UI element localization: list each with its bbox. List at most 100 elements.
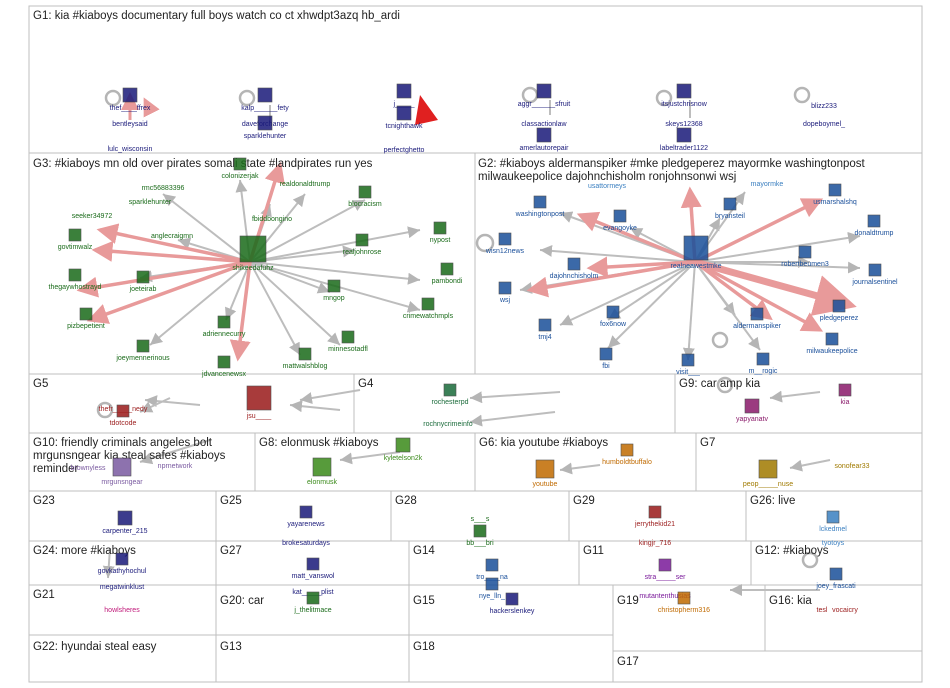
- node-kia9: kia: [838, 383, 852, 406]
- node-label: bryansteil: [715, 213, 745, 220]
- node-avatar: [832, 299, 846, 313]
- group-label-g10: G10: friendly criminals angeles bolt: [33, 437, 213, 449]
- node-avatar: [658, 558, 672, 572]
- node-avatar: [498, 232, 512, 246]
- node-label: carpenter_215: [102, 528, 147, 535]
- node-avatar: [536, 127, 552, 143]
- group-boxes: [28, 5, 923, 683]
- node-bentleysaid: bentleysaid: [112, 121, 148, 128]
- node-blizz233: blizz233: [811, 103, 837, 110]
- node-label: humboldtbuffalo: [602, 459, 652, 466]
- group-label-g15: G15: [413, 595, 435, 607]
- node-avatar: [676, 127, 692, 143]
- node-fbiddbongino: fbiddbongino: [252, 216, 292, 223]
- node-label: sparklehunter: [129, 199, 172, 206]
- node-avatar: [233, 157, 247, 171]
- node-label: yayarenews: [287, 521, 325, 528]
- node-avatar: [613, 209, 627, 223]
- node-label: tesl: [817, 607, 828, 614]
- node-avatar: [536, 83, 552, 99]
- node-avatar: [421, 297, 435, 311]
- node-label: milwaukeepolice: [806, 348, 857, 355]
- group-label-g3: G3: #kiaboys mn old over pirates somali …: [33, 158, 373, 170]
- node-label: blocracism: [348, 201, 382, 208]
- node-matt_vanswol: matt_vanswol: [292, 557, 335, 580]
- node-label: nprnetwork: [158, 463, 193, 470]
- node-avatar: [298, 347, 312, 361]
- node-label: seeker34972: [72, 213, 113, 220]
- node-joey_frascati: joey_frascati: [815, 567, 856, 590]
- node-rochesterpd: rochesterpd: [432, 383, 469, 406]
- node-label: colonizerjak: [222, 173, 259, 180]
- node-evangoyke: evangoyke: [603, 209, 637, 232]
- node-avatar: [648, 505, 662, 519]
- node-label: journalsentinel: [851, 279, 898, 286]
- node-avatar: [535, 459, 555, 479]
- node-milwaukeepolice: milwaukeepolice: [806, 332, 858, 355]
- node-label: peop_____nuse: [743, 481, 793, 488]
- node-avatar: [750, 307, 764, 321]
- node-pambondi: pambondi: [432, 262, 463, 285]
- node-label: matt_vanswol: [292, 573, 335, 580]
- node-avatar: [443, 383, 457, 397]
- group-label-g27: G27: [220, 545, 242, 557]
- node-avatar: [676, 83, 692, 99]
- node-label: washingtonpost: [515, 211, 565, 218]
- group-label-g1: G1: kia #kiaboys documentary full boys w…: [33, 10, 400, 22]
- node-avatar: [396, 83, 412, 99]
- node-label: brownyless: [70, 465, 106, 472]
- node-label: donaldtrump: [855, 230, 894, 237]
- node-label: minnesotadfl: [328, 346, 368, 353]
- node-avatar: [683, 235, 709, 261]
- node-label: tdotcode: [110, 420, 137, 427]
- node-classactionlaw: classactionlaw: [521, 121, 567, 128]
- node-mrgunsngear: mrgunsngear: [101, 457, 143, 486]
- group-labels: G1: kia #kiaboys documentary full boys w…: [33, 10, 866, 668]
- node-label: wisn12news: [485, 248, 525, 255]
- group-label-g9: G9: car amp kia: [679, 378, 761, 390]
- node-elonmusk: elonmusk: [307, 457, 337, 486]
- node-label: joeymennerinous: [115, 355, 170, 362]
- node-avatar: [440, 262, 454, 276]
- node-label: skeys12368: [665, 121, 702, 128]
- node-label: aggr______sfruit: [518, 101, 571, 108]
- node-label: realneawestmke: [671, 263, 722, 270]
- node-label: adriennecurry: [203, 331, 246, 338]
- group-label-g2: G2: #kiaboys aldermanspiker #mke pledgep…: [478, 158, 866, 170]
- node-avatar: [116, 404, 130, 418]
- node-label: bb___bri: [466, 540, 494, 547]
- node-label: kalp______fety: [241, 105, 289, 112]
- node-donaldtrump2: donaldtrump: [855, 214, 894, 237]
- node-label: nypost: [430, 237, 451, 244]
- node-shikeedafuhz: shikeedafuhz: [232, 235, 274, 272]
- node-label: itsjustchrisnow: [661, 101, 707, 108]
- node-avatar: [473, 524, 487, 538]
- node-kalpsafety: kalp______fety: [241, 87, 289, 112]
- node-seeker34972: seeker34972: [72, 213, 113, 220]
- node-label: perfectghetto: [384, 147, 425, 154]
- node-thegaywho: thegaywhostrayd: [49, 268, 102, 291]
- node-rmc56883396: rmc56883396: [142, 185, 185, 192]
- node-christopherm316: christopherm316: [658, 591, 710, 614]
- node-avatar: [257, 115, 273, 131]
- node-label: realjohnrose: [343, 249, 382, 256]
- node-label: aldermanspiker: [733, 323, 782, 330]
- group-label-g10-cont: mrgunsngear kia steal safes #kiaboys: [33, 450, 226, 462]
- node-avatar: [485, 558, 499, 572]
- node-label: govkathyhochul: [98, 568, 147, 575]
- node-label: pledgeperez: [820, 315, 859, 322]
- node-avatar: [538, 318, 552, 332]
- node-howlsheres: howlsheres: [104, 607, 140, 614]
- node-joeymennerinous: joeymennerinous: [115, 339, 170, 362]
- node-label: lckedmel: [819, 526, 847, 533]
- node-label: j_thelitmace: [293, 607, 331, 614]
- node-label: amerlautorepair: [519, 145, 569, 152]
- node-label: dajohnchisholm: [550, 273, 599, 280]
- node-label: christopherm316: [658, 607, 710, 614]
- node-label: s___s: [471, 516, 490, 523]
- node-label: elonmusk: [307, 479, 337, 486]
- node-pledgeperez: pledgeperez: [820, 299, 859, 322]
- node-label: joey_frascati: [815, 583, 856, 590]
- node-label: tyotoys: [822, 540, 845, 547]
- node-avatar: [217, 355, 231, 369]
